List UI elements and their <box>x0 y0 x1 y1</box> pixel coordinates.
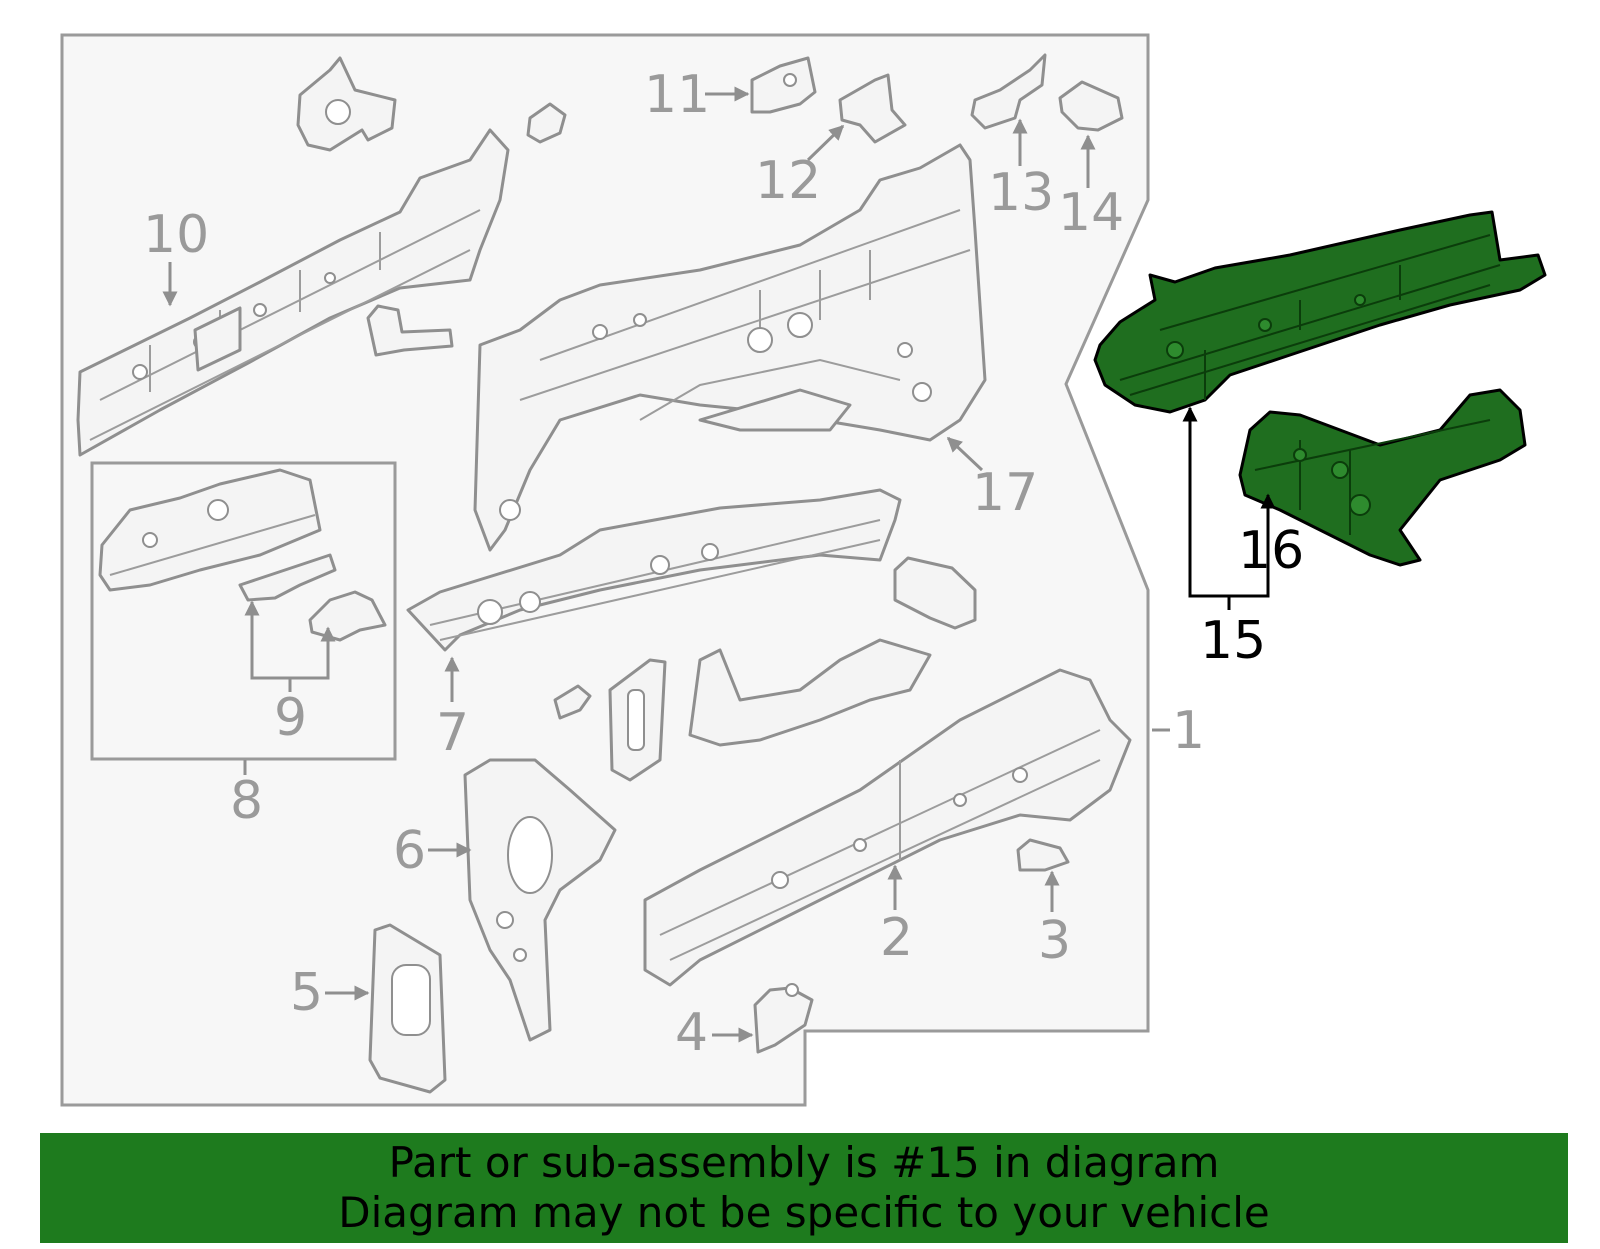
part-11-bracket[interactable] <box>750 56 817 114</box>
callout-7: 7 <box>436 703 469 763</box>
subassembly-8-box <box>90 461 397 761</box>
part-9-bracket-a[interactable] <box>238 553 337 602</box>
part-6-panel[interactable] <box>463 758 617 1042</box>
callout-17: 17 <box>972 463 1038 523</box>
part-17-panel[interactable] <box>473 143 987 552</box>
part-15-assembly[interactable] <box>1093 210 1547 414</box>
part-4-bracket[interactable] <box>753 983 814 1054</box>
part-10-rail[interactable] <box>76 128 510 457</box>
callout-2: 2 <box>880 908 913 968</box>
banner-line-disclaimer: Diagram may not be specific to your vehi… <box>338 1188 1270 1237</box>
small-clip-part[interactable] <box>526 102 567 144</box>
part-13-bracket[interactable] <box>970 53 1047 130</box>
small-bracket-right[interactable] <box>893 556 977 630</box>
callout-3: 3 <box>1038 911 1071 971</box>
leader-12 <box>806 124 845 162</box>
small-plate-a[interactable] <box>553 684 592 720</box>
banner-line-part: Part or sub-assembly is #15 in diagram <box>388 1138 1220 1187</box>
part-5-plate[interactable] <box>368 923 447 1094</box>
callout-1: 1 <box>1172 701 1205 761</box>
part-16-panel[interactable] <box>1238 388 1527 567</box>
callout-10: 10 <box>143 205 209 265</box>
callout-16: 16 <box>1238 521 1304 581</box>
callout-12: 12 <box>755 151 821 211</box>
callout-9: 9 <box>274 688 307 748</box>
callout-15: 15 <box>1200 611 1266 671</box>
callout-14: 14 <box>1058 183 1124 243</box>
callout-11: 11 <box>644 65 710 125</box>
part-14-bracket[interactable] <box>1058 80 1124 132</box>
part-8-subassembly[interactable] <box>98 468 322 592</box>
part-10-upper-bracket[interactable] <box>296 56 397 152</box>
leader-lines <box>162 86 1276 1043</box>
part-2-rail[interactable] <box>643 668 1132 987</box>
callout-5: 5 <box>290 963 323 1023</box>
callout-8: 8 <box>230 771 263 831</box>
callout-13: 13 <box>988 163 1054 223</box>
part-12-bracket[interactable] <box>838 73 907 144</box>
small-plate-b[interactable] <box>608 658 667 782</box>
part-7-rail[interactable] <box>406 488 902 652</box>
bracket-assembly-mid[interactable] <box>688 638 932 747</box>
part-3-bracket[interactable] <box>1016 838 1070 872</box>
info-banner: Part or sub-assembly is #15 in diagram D… <box>40 1133 1568 1243</box>
callout-4: 4 <box>675 1003 708 1063</box>
leader-17 <box>946 436 984 472</box>
small-bracket-part[interactable] <box>366 304 454 357</box>
callout-6: 6 <box>393 821 426 881</box>
